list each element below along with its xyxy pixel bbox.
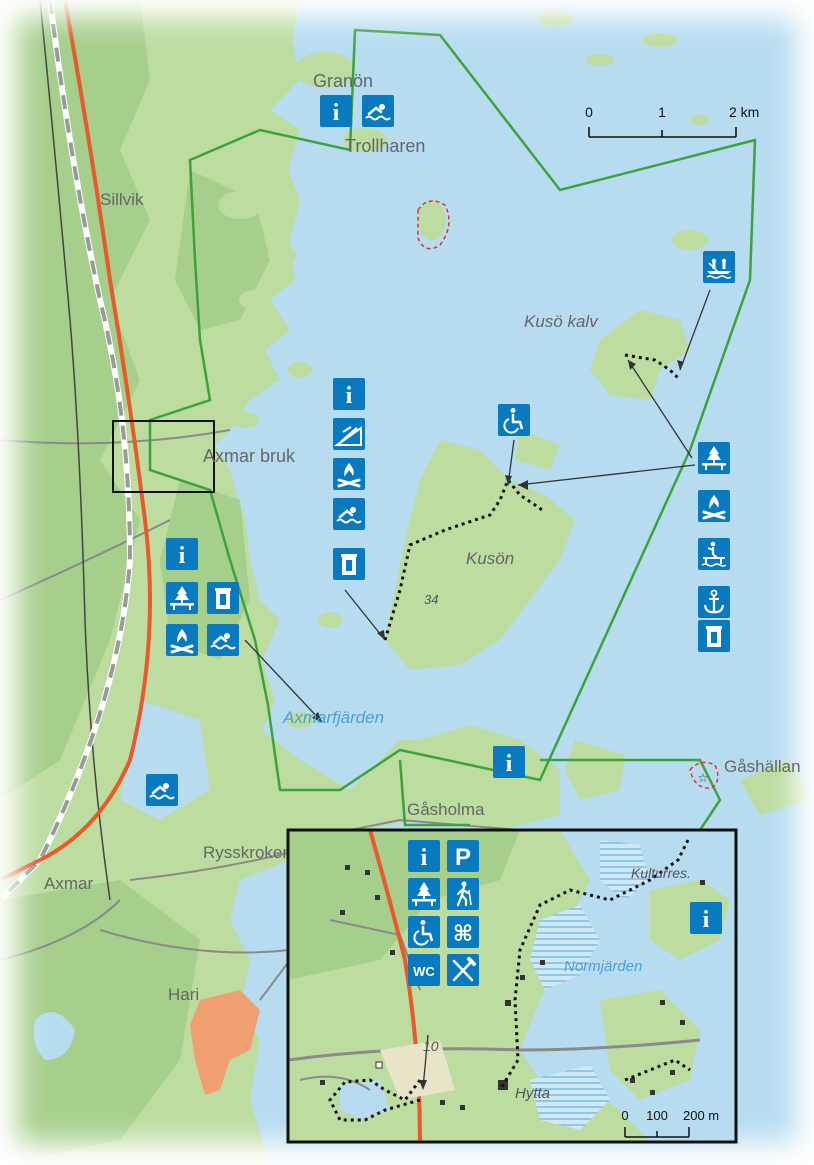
place-label-granon: Granön (313, 71, 373, 91)
place-label-kuso-kalv: Kusö kalv (524, 312, 599, 331)
protected-islet (417, 200, 450, 250)
inset-road-label-10: 10 (423, 1038, 439, 1054)
swimming-icon[interactable] (360, 93, 396, 129)
railway (39, 0, 111, 901)
hiking-trail-kuso-kalv (624, 353, 682, 382)
island (565, 740, 625, 800)
scale-tick-2km: 2 km (729, 104, 759, 120)
parking-icon[interactable] (447, 840, 479, 872)
place-label-axmar-bruk: Axmar bruk (203, 446, 296, 466)
inset-road (288, 1038, 701, 1062)
scale-tick-0: 0 (585, 104, 593, 120)
reserve-border-east (540, 758, 722, 831)
inset-map (288, 830, 736, 1142)
railway-double-dash (0, 0, 133, 902)
main-road (0, 0, 152, 882)
place-label-gashallan: Gåshällan (724, 757, 801, 776)
scale-bar-main (588, 127, 737, 138)
hiking-icon[interactable] (445, 876, 481, 912)
inset-scale-tick-100: 100 (646, 1108, 668, 1123)
island-kuso-kalv (590, 310, 690, 400)
forest-patch (0, 880, 200, 1165)
info-icon[interactable] (333, 378, 365, 410)
scale-bar-inset (624, 1127, 690, 1138)
place-label-rysskroken: Rysskroken (203, 843, 292, 862)
inset-label-kulturres: Kulturres. (631, 865, 691, 881)
place-label-sillvik: Sillvik (100, 190, 144, 209)
road-label-34: 34 (424, 592, 438, 607)
campfire-icon[interactable] (696, 488, 732, 524)
inset-field (380, 1040, 455, 1100)
sights-icon[interactable] (447, 916, 479, 948)
picnic-icon[interactable] (166, 582, 198, 614)
campfire-icon[interactable] (164, 622, 200, 658)
pier-icon[interactable] (696, 536, 732, 572)
boat-ramp-icon[interactable] (331, 416, 367, 452)
inset-pointer-arrow (422, 1034, 429, 1089)
mainland (0, 0, 560, 1165)
island (740, 760, 810, 815)
inset-building-outline (375, 1061, 383, 1069)
forest-patch (160, 480, 250, 660)
place-label-gasholma: Gåsholma (407, 800, 485, 819)
lake (33, 1012, 75, 1060)
inset-locator-box (112, 420, 215, 493)
inset-arrow-head (419, 1080, 427, 1090)
swimming-icon[interactable] (331, 496, 367, 532)
restaurant-icon[interactable] (445, 952, 481, 988)
inset-hatched-reeds (530, 905, 600, 990)
star-symbol: ☆ (698, 771, 709, 785)
info-icon[interactable] (690, 902, 722, 934)
place-label-kuson: Kusön (466, 549, 514, 568)
wc-icon[interactable] (408, 954, 440, 986)
scale-tick-1: 1 (658, 104, 666, 120)
inset-scale-tick-0: 0 (621, 1108, 628, 1123)
canoe-icon[interactable] (702, 250, 736, 284)
inset-trail (328, 1078, 422, 1122)
campfire-icon[interactable] (331, 456, 367, 492)
info-icon[interactable] (493, 746, 525, 778)
info-icon[interactable] (166, 538, 198, 570)
picnic-icon[interactable] (408, 878, 440, 910)
reserve-border (148, 28, 757, 792)
privy-icon[interactable] (333, 548, 365, 580)
inset-pond (340, 1080, 390, 1120)
place-label-trollharen: Trollharen (345, 136, 425, 156)
island-kuson (385, 440, 575, 670)
minor-roads (0, 429, 521, 1001)
privy-icon[interactable] (207, 582, 239, 614)
info-icon[interactable] (408, 840, 440, 872)
inset-road (299, 1075, 371, 1091)
inset-scale-tick-200m: 200 m (683, 1108, 719, 1123)
pointer-arrows (244, 289, 711, 723)
inset-hatched-reeds (530, 1065, 610, 1130)
inset-label-normjarden: Normjärden (564, 958, 642, 975)
swimming-icon[interactable] (205, 622, 241, 658)
built-up-area-hari (190, 990, 260, 1095)
info-icon[interactable] (320, 95, 352, 127)
arrow-heads (312, 360, 684, 722)
swimming-icon[interactable] (144, 772, 180, 808)
wheelchair-icon[interactable] (496, 402, 532, 438)
wheelchair-icon[interactable] (406, 914, 442, 950)
reserve-border-gasholma (398, 759, 470, 827)
bay (120, 700, 210, 820)
place-label-axmarfjarden: Axmarfjärden (282, 708, 384, 727)
inset-label-hytta: Hytta (515, 1085, 550, 1102)
privy-icon[interactable] (698, 620, 730, 652)
island (515, 430, 560, 470)
skerries (218, 10, 710, 728)
place-label-hari: Hari (168, 985, 199, 1004)
anchor-icon[interactable] (696, 584, 732, 620)
picnic-icon[interactable] (698, 442, 730, 474)
place-label-axmar: Axmar (44, 874, 93, 893)
inset-frame (286, 828, 738, 1144)
